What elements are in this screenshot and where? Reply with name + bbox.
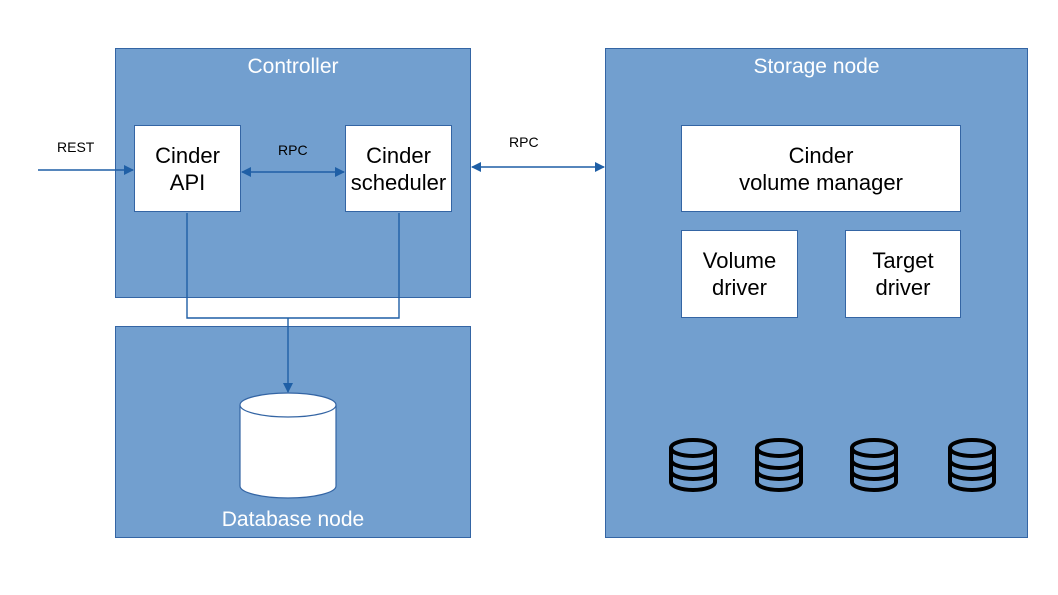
- rpc-internal-label: RPC: [278, 142, 308, 158]
- database-cylinder-icon: [239, 392, 337, 499]
- disk-icon-4: [948, 438, 996, 492]
- volume-manager-line1: Cinder: [788, 142, 854, 168]
- rest-label: REST: [57, 139, 95, 155]
- rpc-external-label: RPC: [509, 134, 539, 150]
- target-driver-line2: driver: [875, 275, 931, 300]
- cinder-api-box[interactable]: Cinder API: [134, 125, 241, 212]
- cinder-volume-manager-box[interactable]: Cinder volume manager: [681, 125, 961, 212]
- database-node-title: Database node: [221, 508, 365, 531]
- volume-driver-line1: Volume: [702, 248, 777, 273]
- storage-node-title: Storage node: [753, 55, 880, 78]
- target-driver-box[interactable]: Target driver: [845, 230, 961, 318]
- disk-icon-2: [755, 438, 803, 492]
- disk-icon-1: [669, 438, 717, 492]
- database-node-region: Database node: [115, 326, 471, 538]
- volume-manager-line2: volume manager: [739, 169, 903, 195]
- cinder-api-line2: API: [169, 169, 206, 195]
- cinder-scheduler-box[interactable]: Cinder scheduler: [345, 125, 452, 212]
- cinder-scheduler-line1: Cinder: [366, 142, 431, 168]
- controller-title: Controller: [247, 55, 339, 78]
- db-connector-bracket: [186, 213, 400, 319]
- volume-driver-box[interactable]: Volume driver: [681, 230, 798, 318]
- cinder-scheduler-line2: scheduler: [350, 169, 447, 195]
- target-driver-line1: Target: [872, 248, 934, 273]
- volume-driver-line2: driver: [711, 275, 767, 300]
- cinder-api-line1: Cinder: [155, 142, 220, 168]
- disk-icon-3: [850, 438, 898, 492]
